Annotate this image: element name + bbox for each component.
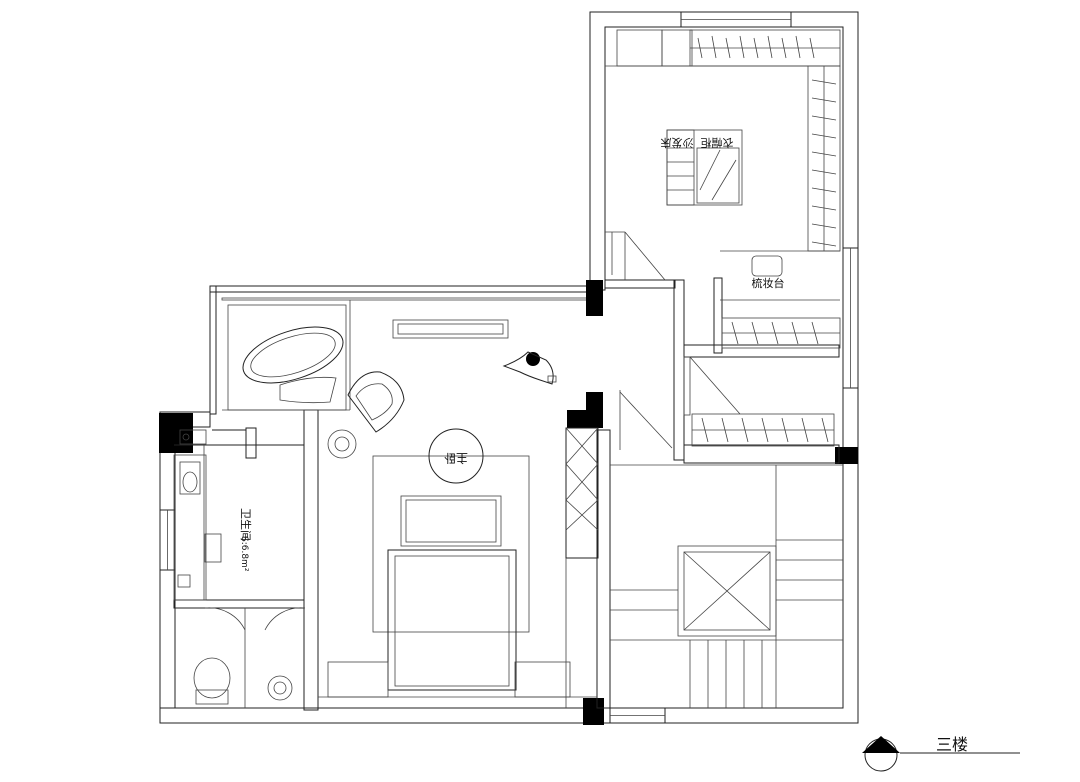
- wardrobe-strips: [619, 317, 841, 450]
- master-bedroom-label: 主卧: [444, 451, 468, 465]
- windows: [159, 11, 859, 724]
- sofa-bed-label: 沙发床: [661, 136, 694, 150]
- floor-title: 三楼: [936, 735, 968, 754]
- dressing-room: [605, 29, 841, 301]
- interior-walls: [173, 277, 840, 711]
- section-marker: [862, 736, 1020, 772]
- columns: [159, 280, 858, 725]
- bathroom-area-label: S:6.8m²: [239, 536, 249, 572]
- bathroom: [173, 429, 306, 708]
- dressing-table-label: 梳妆台: [752, 276, 785, 290]
- bathroom-name-label: 卫生间: [239, 508, 253, 541]
- master-bedroom: [222, 300, 597, 708]
- stair-area: [610, 464, 843, 708]
- wardrobe-label: 衣帽柜: [701, 136, 734, 150]
